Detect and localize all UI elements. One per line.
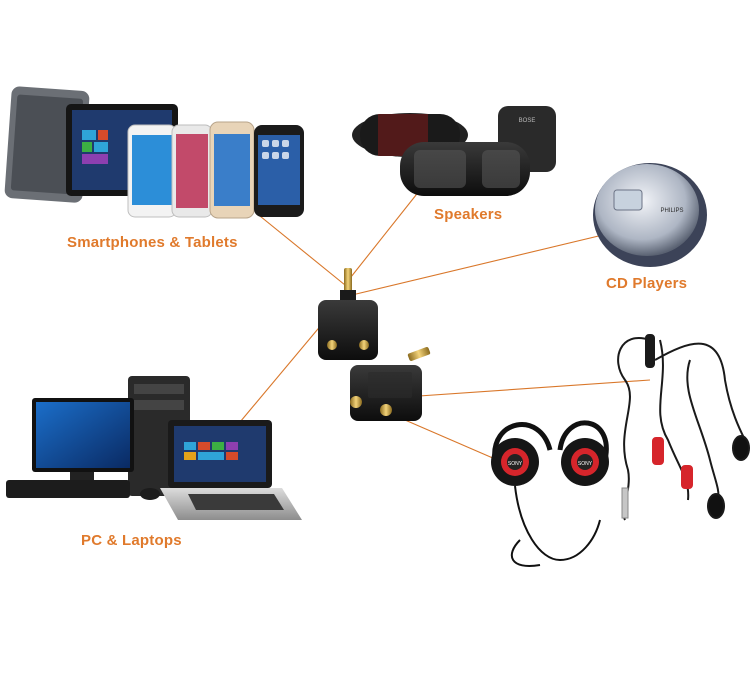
headphones-image: SONY SONY xyxy=(491,420,609,567)
line-to-earbuds xyxy=(389,379,651,399)
label-speakers: Speakers xyxy=(434,206,503,223)
line-to-headphones xyxy=(404,419,503,463)
speaker-brand: BOSE xyxy=(519,118,536,124)
line-to-speakers xyxy=(346,189,421,283)
line-to-smartphones xyxy=(254,211,346,286)
label-cd-players: CD Players xyxy=(606,275,688,292)
label-pc-laptops: PC & Laptops xyxy=(81,532,182,549)
smartphones-tablets-image xyxy=(4,86,304,219)
splitter-adapter-vertical xyxy=(318,268,378,360)
headphone-brand-left: SONY xyxy=(508,461,523,467)
label-smartphones-tablets: Smartphones & Tablets xyxy=(67,234,238,251)
cd-player-image: PHILIPS xyxy=(593,163,707,267)
line-to-cd-players xyxy=(351,227,633,296)
headphone-brand-right: SONY xyxy=(578,461,593,467)
speakers-image: BOSE xyxy=(352,106,556,196)
cd-player-brand: PHILIPS xyxy=(660,208,683,214)
earbuds-image xyxy=(617,334,750,521)
pc-laptops-image xyxy=(6,376,302,520)
splitter-adapter-horizontal xyxy=(350,347,431,421)
